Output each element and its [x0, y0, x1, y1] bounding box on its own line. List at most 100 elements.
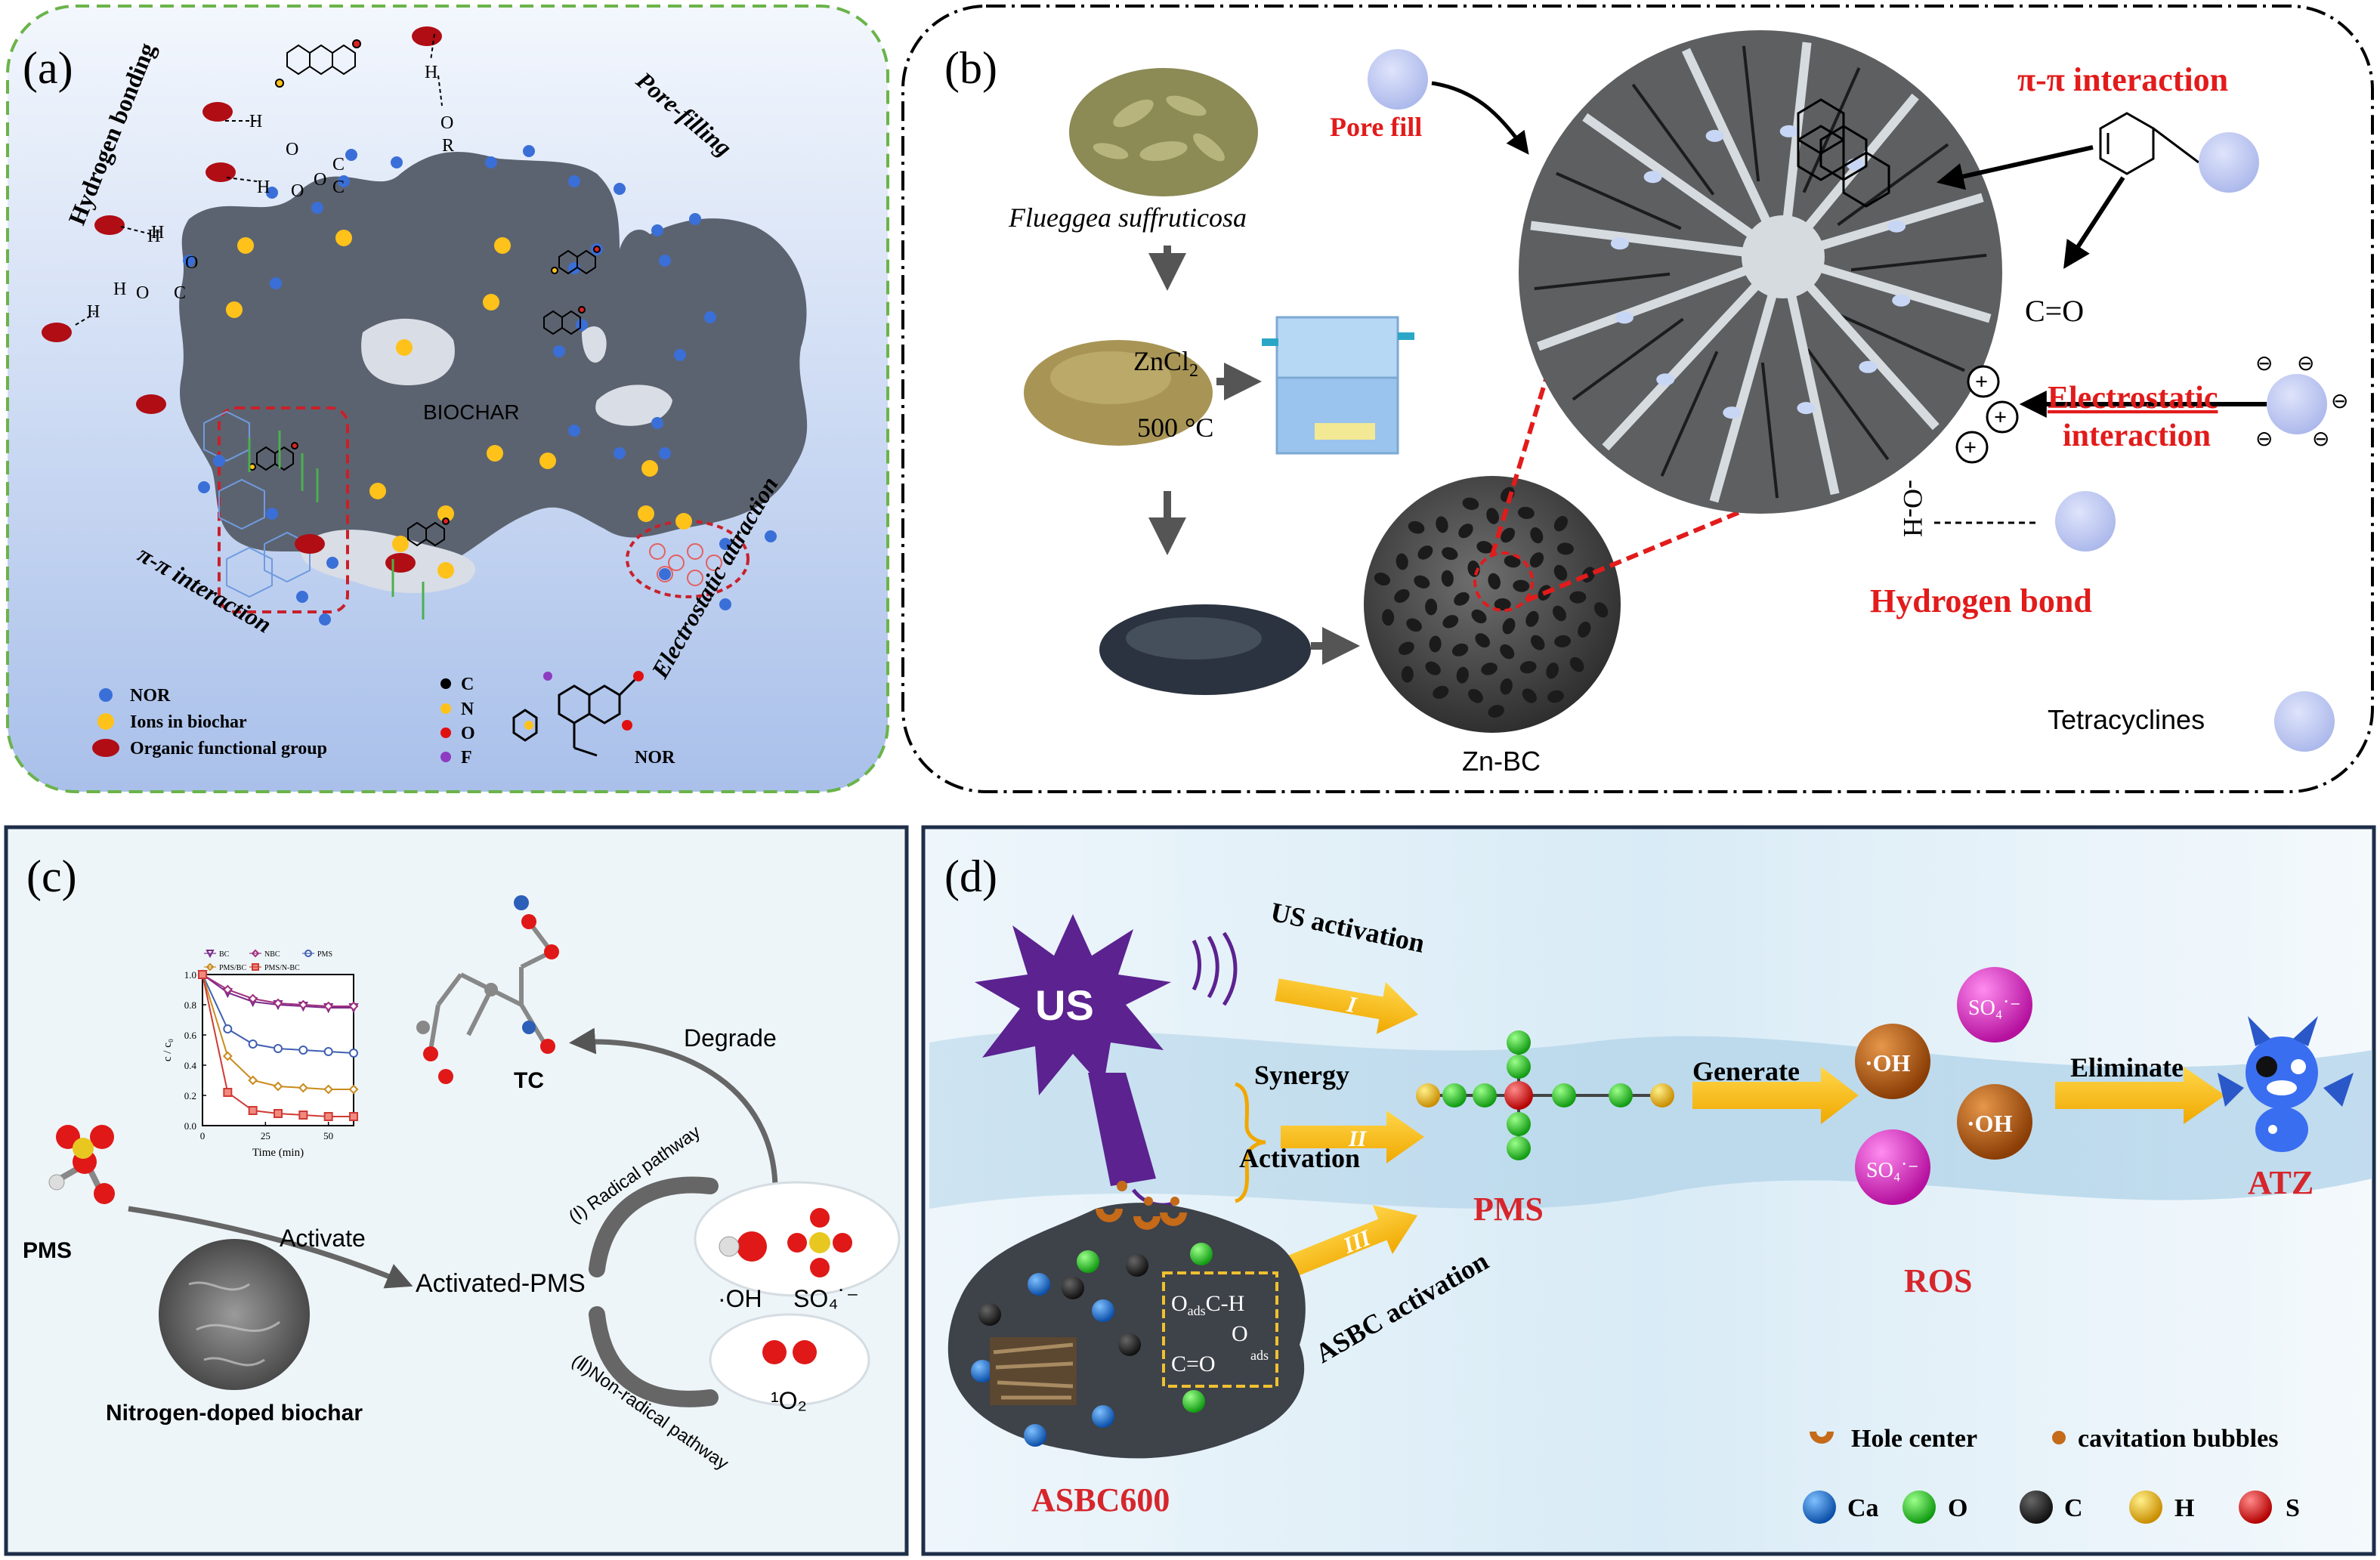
nor-dot	[296, 591, 308, 603]
svg-text:H: H	[151, 223, 164, 242]
nor-dot	[391, 156, 403, 168]
svg-text:R: R	[442, 136, 454, 156]
electrostatic-rings	[649, 543, 722, 586]
zn-bc-pore	[1417, 545, 1433, 560]
y-axis-label: c / c₀	[162, 1039, 174, 1061]
svg-text:⊖: ⊖	[2312, 428, 2329, 451]
svg-text:C: C	[461, 675, 474, 694]
zn-bc-pore	[1547, 690, 1564, 703]
data-point	[223, 1088, 233, 1097]
data-point	[274, 1044, 283, 1053]
data-point	[349, 1112, 358, 1121]
benzene-icon	[2099, 112, 2199, 175]
svg-text:H: H	[87, 302, 100, 322]
zn-bc-pore	[1522, 688, 1537, 703]
process-arrows	[1148, 246, 1360, 665]
svg-text:H: H	[249, 112, 262, 131]
ion-dot	[494, 237, 511, 254]
pore-crack	[1850, 253, 1987, 272]
data-point	[222, 1051, 233, 1061]
zn-bc-pore	[1530, 635, 1545, 650]
adsorbed-molecule	[1656, 373, 1675, 386]
panel-a-atom-legend: C N O F	[440, 675, 475, 768]
legend-ions: Ions in biochar	[130, 712, 247, 732]
zn-bc-pore	[1525, 610, 1539, 627]
pms-chain	[1416, 1030, 1674, 1160]
adsorbed-molecule	[1643, 171, 1662, 184]
oh-radical-hydrogen	[719, 1236, 740, 1257]
pore-crack	[1631, 83, 1715, 196]
zn-bc-pore	[1468, 688, 1483, 703]
data-point	[198, 970, 207, 979]
adsorbed-molecule	[1887, 220, 1906, 233]
nitrogen-biochar-label: Nitrogen-doped biochar	[106, 1401, 363, 1426]
ion-dot	[392, 536, 409, 552]
svg-text:O: O	[1232, 1321, 1248, 1346]
svg-text:O: O	[314, 170, 326, 190]
data-point	[323, 1112, 333, 1121]
svg-text:+: +	[1994, 405, 2007, 430]
ion-dot	[226, 301, 243, 318]
nor-dot	[719, 598, 731, 610]
y-tick-label: 0.0	[184, 1120, 196, 1132]
legend-organic: Organic functional group	[130, 739, 327, 758]
sem-texture	[188, 1281, 280, 1367]
functional-group-text: OadsC-H O ads C=O	[1171, 1291, 1269, 1376]
zn-bc-pore	[1394, 588, 1410, 603]
pi-arrow	[1936, 145, 2094, 190]
pore-fill-arrow	[1431, 81, 1529, 155]
pore-crack	[1837, 143, 1949, 227]
hydrogen-bond-lines	[75, 33, 443, 326]
panel-b: (b) Flueggea suffruticosa ZnCl2 500 °C	[901, 5, 2374, 793]
pore-crack	[1802, 67, 1861, 193]
asbc-atom	[1062, 1277, 1084, 1299]
data-point	[223, 1024, 233, 1033]
panel-d: (d) US I II III US activation Synergy Ac…	[921, 825, 2376, 1556]
nor-dot	[651, 417, 663, 429]
pore-fill-molecule	[1368, 49, 1428, 110]
zn-bc-pore	[1488, 573, 1501, 590]
panel-d-legend: Hole center cavitation bubbles Ca O C H …	[1803, 1425, 2300, 1524]
pore-crack	[1806, 348, 1890, 461]
nor-dot	[674, 349, 686, 361]
pore-crack	[1742, 45, 1760, 182]
pore-crack	[1660, 351, 1719, 477]
nor-dot	[568, 175, 580, 187]
activate-label: Activate	[280, 1225, 366, 1252]
tetracycline-molecule-1	[2199, 132, 2259, 193]
zn-bc-pore	[1429, 635, 1442, 653]
nor-dot	[183, 255, 195, 267]
electrostatic-label-1: Electrostatic	[2048, 381, 2218, 415]
svg-text:SO₄˙⁻: SO₄˙⁻	[1866, 1159, 1919, 1182]
adsorbed-molecule	[1723, 406, 1742, 419]
plus-charges: + + +	[1955, 365, 2019, 464]
nor-dot	[266, 508, 278, 520]
data-point	[298, 1083, 308, 1093]
pms-molecule-icon	[48, 1125, 115, 1204]
zn-bc-pore	[1553, 515, 1568, 532]
so4-radical-label: SO₄˙⁻	[793, 1285, 859, 1312]
data-point	[298, 999, 308, 1010]
nor-dot	[614, 447, 626, 459]
legend-entry: PMS/N-BC	[264, 964, 300, 972]
singlet-cloud	[709, 1313, 870, 1407]
organic-group	[94, 215, 125, 235]
zn-bc-pore	[1425, 598, 1438, 616]
zoom-line-1	[1490, 332, 1562, 556]
asbc-atom	[1092, 1299, 1114, 1322]
zn-bc-pore	[1546, 663, 1559, 679]
nor-dot	[198, 481, 210, 493]
ion-dot	[237, 237, 254, 254]
asbc-atom	[1126, 1254, 1148, 1277]
nor-dot	[213, 455, 225, 467]
nor-structure-legend-icon	[512, 671, 644, 757]
asbc600-atoms	[971, 1243, 1213, 1447]
sulfate-icon	[787, 1208, 852, 1277]
tetracycline-molecule-3	[2055, 491, 2116, 551]
oh-radical-sphere-1	[1855, 1024, 1930, 1099]
ion-dot	[396, 339, 413, 356]
data-point	[248, 1039, 258, 1049]
zn-bc-pores	[1374, 487, 1609, 718]
svg-text:⊖: ⊖	[2255, 352, 2273, 375]
